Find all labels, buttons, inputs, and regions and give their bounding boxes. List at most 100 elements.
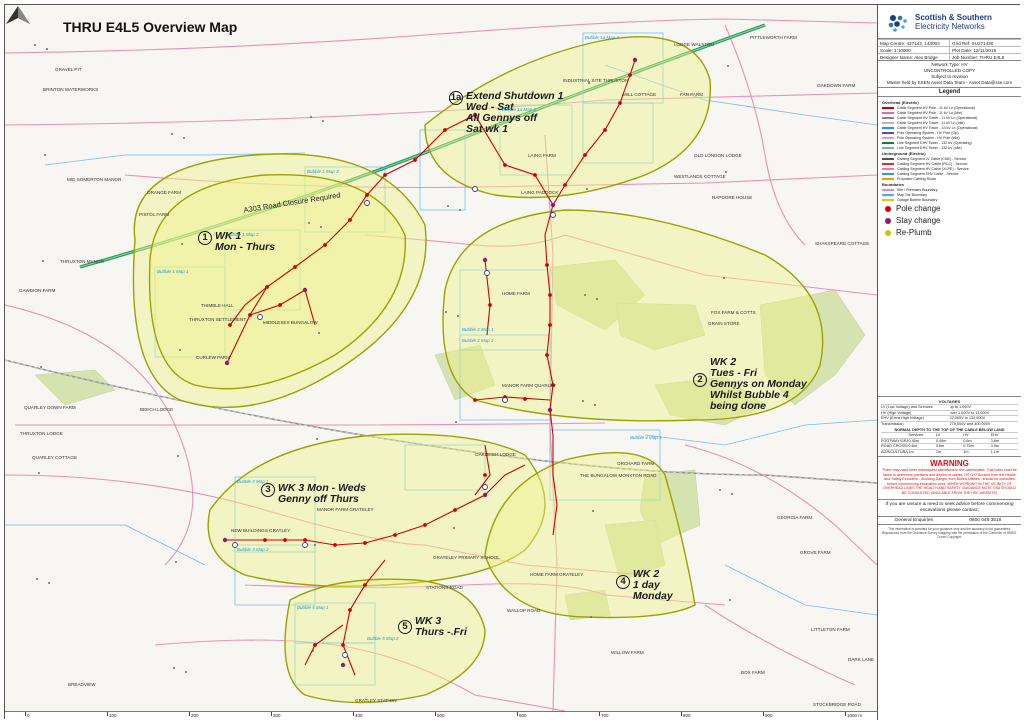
legend-swatch — [882, 131, 894, 134]
hv-network-line — [604, 64, 877, 126]
bubble-line: Whilst Bubble 4 — [710, 389, 789, 401]
legend-label: Cable Segment HV Tower - 11 kV Ln (Idle) — [897, 120, 965, 125]
place-label: The Bungalow Monxton Road — [580, 473, 657, 478]
place-label: Laing Farm — [528, 153, 556, 158]
bubble-line: Wed - Sat — [466, 101, 514, 113]
warning-title: WARNING — [930, 459, 969, 468]
revision-note: Subject to revision — [931, 74, 968, 79]
legend-dot-icon — [885, 229, 891, 236]
place-label: Pittleworth Farm — [750, 35, 797, 40]
outage-bubble — [132, 153, 427, 409]
legend-swatch — [882, 188, 894, 191]
road — [244, 583, 726, 606]
bubble-5-label[interactable]: 5 WK 3 Thurs - Fri — [398, 616, 467, 638]
map-canvas[interactable]: THRU E4L5 Overview Map A303 Road Closure… — [5, 5, 877, 720]
network-pole — [596, 298, 598, 300]
pole-change-marker — [365, 193, 369, 197]
place-label: Willow Farm — [611, 650, 644, 655]
hv-circuit-line — [549, 409, 558, 536]
map-tile-boundary — [304, 166, 386, 233]
place-label: Lodge Walston — [674, 42, 714, 47]
pole-change-marker — [533, 173, 537, 177]
network-pole — [727, 65, 729, 67]
stay-change-marker — [482, 492, 488, 498]
bubble-line: Mon - Thurs — [215, 241, 276, 253]
table-cell: 1m — [963, 449, 969, 454]
voltage-title: VOLTAGES — [938, 399, 961, 404]
road — [5, 474, 646, 576]
pole-change-marker — [248, 313, 252, 317]
scale-tick — [189, 712, 190, 716]
bubble-number: 1 — [198, 231, 212, 245]
scale-tick — [353, 712, 354, 716]
pole-change-marker — [618, 101, 622, 105]
a303-road-centre — [79, 24, 766, 268]
copyright-footnote: This information is provided for your gu… — [881, 526, 1018, 539]
pole-change-marker — [473, 398, 477, 402]
scale-label: 700 — [601, 713, 609, 718]
table-cell: 0.75m — [963, 444, 974, 448]
enquiry-row: General Enquiries 0800 048 3516 — [878, 517, 1021, 525]
bubble-1a-label[interactable]: 1a Extend Shutdown 1 Wed - Sat All Genny… — [449, 91, 563, 135]
scale-label: 300 — [273, 713, 281, 718]
legend-title: Legend — [878, 88, 1021, 97]
place-label: Old London Lodge — [694, 153, 742, 158]
road — [364, 234, 877, 296]
table-cell: ROAD CROSSING — [881, 444, 908, 448]
north-arrow-icon — [6, 6, 30, 24]
voltage-row: Transmission 275,000V and 400,000V — [881, 420, 1018, 427]
map-tile-boundary — [404, 444, 486, 491]
legend-swatch — [882, 177, 894, 180]
bubble-line: 1 day — [633, 579, 660, 591]
network-pole — [455, 421, 457, 423]
map-tile-label: Bubble 3 Map 2 — [237, 547, 269, 552]
network-pole — [312, 650, 314, 652]
legend-item: Line Segment EHV Tower - 132 kV (Operati… — [882, 140, 1017, 145]
legend-key-label: Stay change — [896, 216, 941, 225]
table-cell: 0.6m — [935, 444, 945, 448]
pole-change-marker — [545, 263, 549, 267]
bubble-1-label[interactable]: 1 WK 1 Mon - Thurs — [198, 231, 275, 253]
woodland-area — [434, 344, 496, 401]
network-pole — [48, 582, 50, 584]
table-cell: Transmission — [881, 421, 904, 426]
legend-item: Cable Segment HV Pole - 11 kV Ln (Operat… — [882, 105, 1017, 110]
stay-change-marker — [302, 287, 308, 293]
place-label: Shakspeare Cottage — [815, 241, 870, 246]
brand-line-2: Electricity Networks — [915, 21, 985, 31]
enquiry-phone[interactable]: 0800 048 3516 — [969, 517, 1002, 523]
map-tile-label: Bubble 1 Map 1 — [157, 269, 189, 274]
pole-change-marker — [551, 383, 555, 387]
legend-swatch — [882, 121, 894, 124]
legend-key-item: Re-Plumb — [882, 227, 1017, 238]
network-pole — [447, 205, 449, 207]
pole-change-marker — [283, 538, 287, 542]
place-label: Orchard Farm — [617, 461, 655, 466]
bubble-4-label[interactable]: 4 WK 2 1 day Monday — [616, 569, 673, 602]
bubble-line: Monday — [633, 590, 673, 602]
map-tile-label: Bubble 1a Map 1 — [502, 107, 537, 112]
table-cell: LV (Low Voltage) and Services — [881, 405, 933, 409]
bubble-2-label[interactable]: 2 WK 2 Tues - Fri Gennys on Monday Whils… — [693, 357, 807, 412]
bubble-line: WK 2 — [633, 568, 660, 580]
bubble-3-label[interactable]: 3 WK 3 Mon - Weds Genny off Thurs — [261, 483, 366, 505]
bubble-line: Genny off Thurs — [278, 493, 359, 505]
scale-tick — [25, 712, 26, 716]
outage-bubble — [424, 36, 712, 199]
place-label: Manor Farm Quarley — [502, 383, 557, 388]
scale-tick — [517, 712, 518, 716]
network-pole — [320, 226, 322, 228]
table-cell: 275,000V and 400,000V — [949, 421, 991, 426]
scale-label: 600 — [519, 713, 527, 718]
legend-swatch — [882, 141, 894, 144]
legend-item: Cable Segment HV Tower - 33 kV Ln (Opera… — [882, 125, 1017, 130]
legend-item: Cable Segment HV Tower - 11 kV Ln (Opera… — [882, 115, 1017, 120]
pole-change-marker — [453, 508, 457, 512]
map-title: THRU E4L5 Overview Map — [63, 19, 238, 35]
legend-swatch — [882, 126, 894, 129]
scale-tick — [435, 712, 436, 716]
legend-swatch — [882, 106, 894, 109]
